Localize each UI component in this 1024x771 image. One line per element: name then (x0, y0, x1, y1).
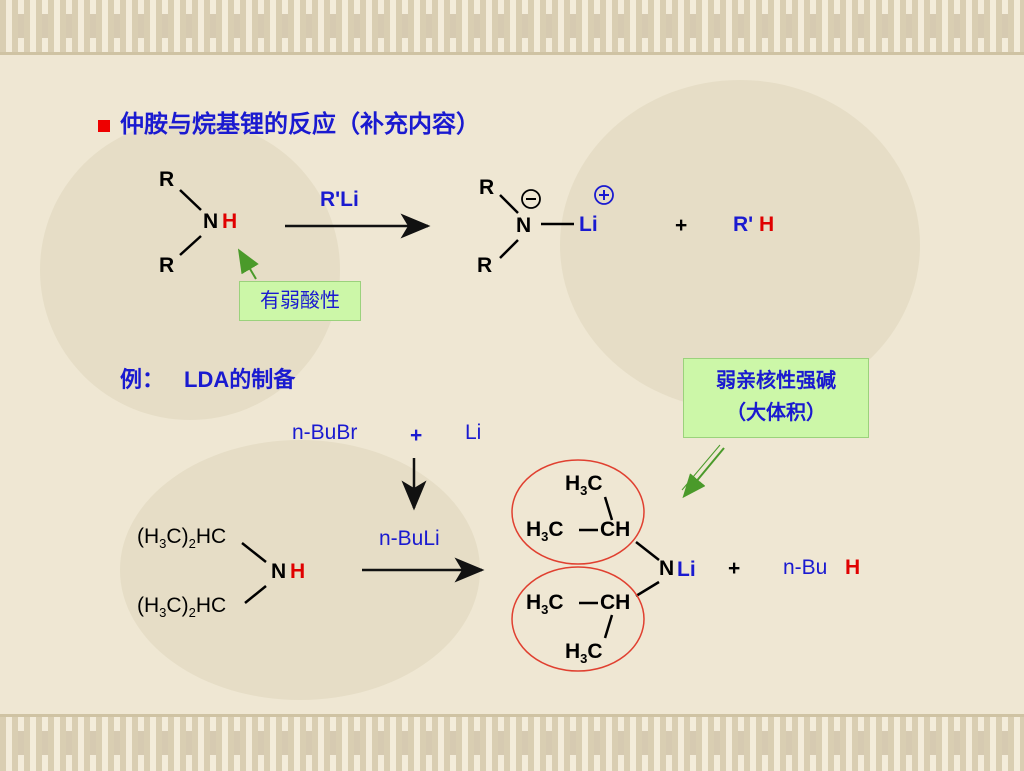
isopropyl-highlight-circle (511, 566, 645, 672)
isopropyl-highlight-circle (511, 459, 645, 565)
title-text: 仲胺与烷基锂的反应（补充内容） (120, 111, 480, 138)
background-calligraphy (40, 120, 340, 420)
r-group-top: R (159, 168, 175, 191)
base-note-box: 弱亲核性强碱 （大体积） (683, 358, 869, 438)
bond-line (499, 194, 519, 214)
bond-line (635, 580, 660, 598)
amine-nitrogen: N (203, 210, 219, 233)
reagent-lithium: Li (465, 421, 482, 444)
bond-line (241, 542, 267, 563)
positive-charge-icon (594, 185, 614, 205)
bond-line (179, 189, 202, 211)
bond-line (244, 585, 267, 604)
methine-ch: CH (600, 518, 631, 541)
methyl-group: H3C (526, 591, 564, 618)
amine-isopropyl-top: (H3C)2HC (137, 525, 227, 552)
r-group-bottom: R (159, 254, 175, 277)
byproduct-nbu: n-Bu (783, 556, 828, 579)
plus-sign: + (728, 557, 741, 580)
acidity-note-box: 有弱酸性 (239, 281, 361, 321)
bond-line (603, 614, 614, 639)
lda-label: LDA (184, 367, 230, 392)
plus-sign: + (410, 424, 423, 447)
bond-line (603, 496, 614, 521)
lda-suffix: 的制备 (229, 367, 296, 392)
example-heading: 例： LDA的制备 (120, 362, 295, 394)
methine-ch: CH (600, 591, 631, 614)
lda-nitrogen: N (659, 557, 675, 580)
reagent-label: R'Li (320, 188, 359, 211)
bond-line (179, 235, 202, 256)
bullet-marker (98, 119, 110, 132)
background-calligraphy (560, 80, 920, 410)
acid-note-arrow (237, 248, 259, 280)
bond-line (635, 541, 660, 561)
byproduct-r: R' (733, 213, 754, 236)
decorative-top-border (0, 0, 1024, 55)
base-note-line2: （大体积） (726, 402, 826, 424)
bond-line (499, 239, 519, 259)
product-lithium: Li (579, 213, 598, 236)
base-note-arrow (682, 447, 725, 499)
intermediate-nbuli: n-BuLi (379, 527, 440, 550)
byproduct-hydrogen: H (845, 556, 861, 579)
negative-charge-icon (521, 189, 541, 209)
product-r-bottom: R (477, 254, 493, 277)
product-r-top: R (479, 176, 495, 199)
decorative-bottom-border (0, 714, 1024, 771)
amine-isopropyl-bottom: (H3C)2HC (137, 594, 227, 621)
amine-hydrogen: H (290, 560, 306, 583)
lda-lithium: Li (677, 558, 696, 581)
acidic-hydrogen: H (222, 210, 238, 233)
reagent-nbubr: n-BuBr (292, 421, 358, 444)
byproduct-h: H (759, 213, 775, 236)
example-label: 例： (120, 367, 165, 392)
acidity-note-text: 有弱酸性 (260, 290, 340, 312)
slide-title: 仲胺与烷基锂的反应（补充内容） (98, 104, 480, 139)
methyl-group: H3C (526, 518, 564, 545)
amine-nitrogen: N (271, 560, 287, 583)
plus-sign: + (675, 214, 688, 237)
product-nitrogen: N (516, 214, 532, 237)
methyl-group: H3C (565, 640, 603, 667)
base-note-line1: 弱亲核性强碱 (716, 370, 836, 392)
methyl-group: H3C (565, 472, 603, 499)
